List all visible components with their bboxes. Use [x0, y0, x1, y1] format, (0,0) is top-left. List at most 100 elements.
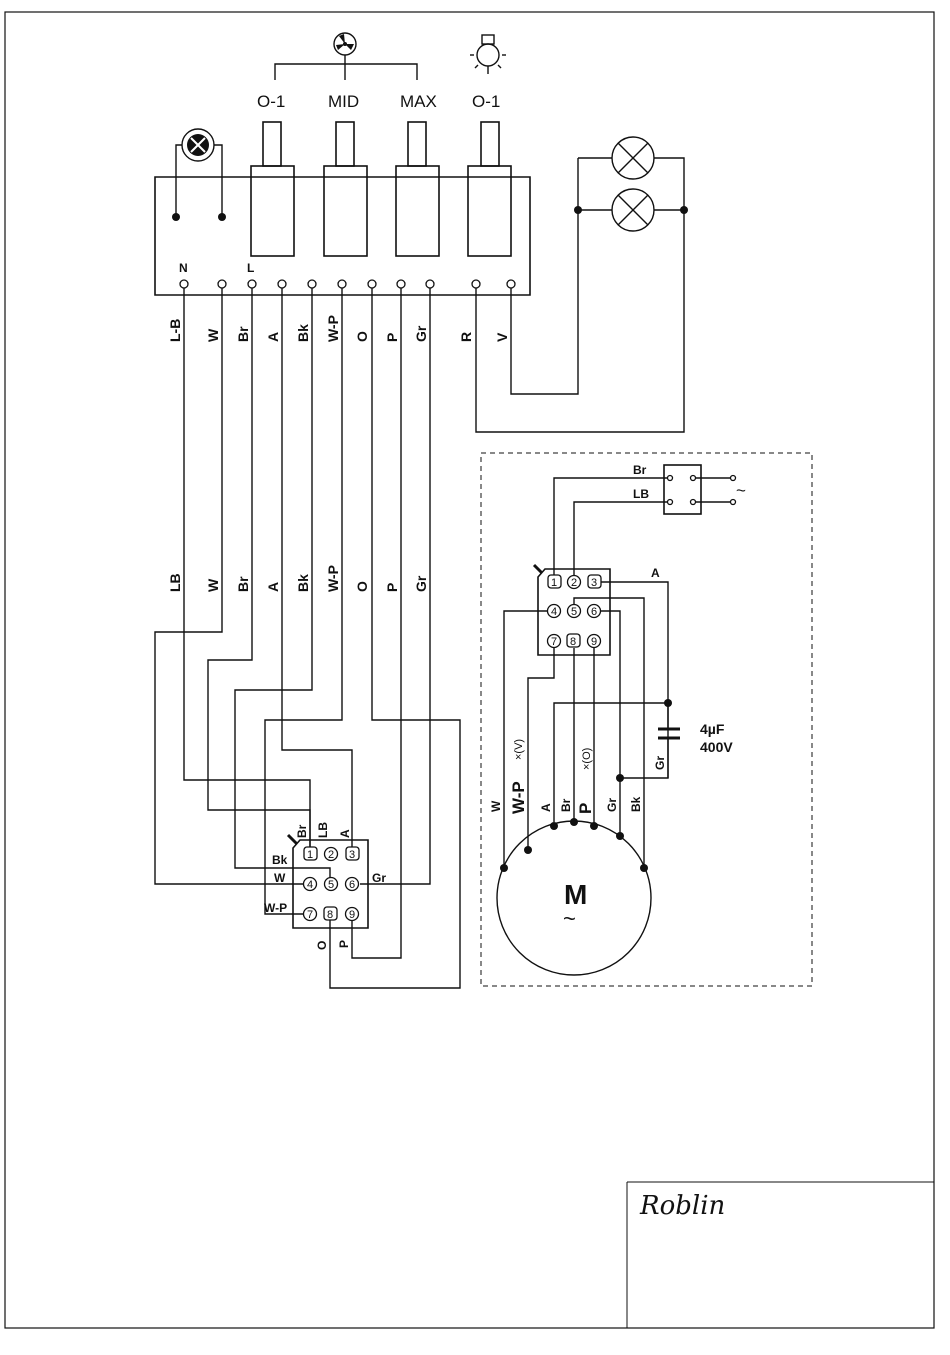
wire-label: W-P: [325, 315, 341, 342]
svg-text:4: 4: [307, 879, 313, 891]
switch-button-max[interactable]: [396, 122, 439, 256]
wire-label: W: [205, 578, 221, 592]
button-label-mid: MID: [328, 92, 359, 111]
wire-label: A: [265, 332, 281, 342]
motor-icon: M ~: [497, 818, 651, 975]
panel-terminals: [180, 280, 515, 288]
svg-text:5: 5: [571, 606, 577, 618]
motor-pin-2: 2: [568, 576, 581, 590]
svg-text:5: 5: [328, 879, 334, 891]
connector-pin-4: 4: [304, 878, 317, 892]
motor-pin-7: 7: [548, 635, 561, 649]
svg-text:7: 7: [307, 909, 313, 921]
connector-pin-8: 8: [324, 907, 337, 921]
capacitor-wire-label: Gr: [653, 756, 667, 770]
svg-text:4: 4: [551, 606, 557, 618]
motor-wire-label: P: [576, 803, 595, 814]
switch-panel: O-1 MID MAX O-1: [155, 33, 530, 295]
terminal-label-n: N: [179, 261, 188, 275]
conn-label-lb: LB: [316, 822, 330, 838]
wire-label: R: [458, 332, 474, 342]
wire-label: LB: [167, 573, 183, 592]
wire-label: Br: [235, 576, 251, 592]
light-bulb-icon: [470, 35, 506, 74]
button-label-off-light: O-1: [472, 92, 500, 111]
motor-pin-4: 4: [548, 605, 561, 619]
switch-button-off-light[interactable]: [468, 122, 511, 256]
button-label-off-fan: O-1: [257, 92, 285, 111]
lamp-icon: [612, 137, 654, 179]
wire-label: A: [265, 582, 281, 592]
fan-icon: [275, 33, 417, 80]
switch-button-off-fan[interactable]: [251, 122, 294, 256]
capacitor-voltage: 400V: [700, 739, 733, 755]
svg-text:2: 2: [571, 577, 577, 589]
svg-text:9: 9: [591, 636, 597, 648]
conn-label-bk: Bk: [272, 853, 288, 867]
wire-label: W: [205, 328, 221, 342]
wire-label: V: [494, 332, 510, 342]
motor-symbol: ~: [563, 906, 576, 931]
capacitor-value: 4µF: [700, 721, 725, 737]
connector-pin-5: 5: [325, 878, 338, 892]
motor-wire-label: Bk: [629, 796, 643, 812]
page-border: [5, 12, 934, 1328]
ac-symbol: ~: [736, 481, 746, 500]
motor-a-label: A: [651, 566, 660, 580]
wire-label: Bk: [295, 574, 311, 592]
motor-pin-5: 5: [568, 605, 581, 619]
wire-label: Bk: [295, 324, 311, 342]
button-label-max: MAX: [400, 92, 437, 111]
indicator-lamp-icon: [172, 129, 226, 221]
mid-wire-labels: LB W Br A Bk W-P O P Gr: [167, 565, 429, 592]
motor-wire-label: A: [539, 803, 553, 812]
svg-text:9: 9: [349, 909, 355, 921]
wire-label: L-B: [167, 319, 183, 342]
svg-text:6: 6: [349, 879, 355, 891]
conn-label-gr: Gr: [372, 871, 386, 885]
supply-terminal-block: [664, 465, 701, 514]
wire-label: O: [354, 331, 370, 342]
wire-label: Gr: [413, 325, 429, 342]
brand-logo: Roblin: [639, 1191, 725, 1221]
wire-label: P: [384, 583, 400, 592]
lamp-icon: [612, 189, 654, 231]
conn-label-p: P: [337, 940, 351, 948]
motor-pin-6: 6: [588, 605, 601, 619]
svg-text:7: 7: [551, 636, 557, 648]
motor-pin-8: 8: [567, 634, 580, 648]
connector-pin-3: 3: [346, 847, 359, 861]
motor-pin-1: 1: [548, 575, 561, 589]
conn-label-w: W: [274, 871, 286, 885]
svg-text:1: 1: [551, 577, 557, 589]
top-wire-labels: L-B W Br A Bk W-P O P Gr R V: [167, 315, 510, 342]
svg-text:8: 8: [570, 636, 576, 648]
motor-pin-3: 3: [588, 575, 601, 589]
wire-label: P: [384, 333, 400, 342]
svg-text:2: 2: [328, 849, 334, 861]
wire-label: Gr: [413, 575, 429, 592]
connector-pin-2: 2: [325, 848, 338, 862]
wire-label: Br: [235, 326, 251, 342]
switch-button-mid[interactable]: [324, 122, 367, 256]
conn-label-wp: W-P: [264, 901, 287, 915]
svg-text:3: 3: [591, 577, 597, 589]
motor-pin-9: 9: [588, 635, 601, 649]
connector-pin-1: 1: [304, 847, 317, 861]
motor-wire-label: W-P: [509, 781, 528, 814]
conn-label-br: Br: [295, 824, 309, 838]
svg-text:6: 6: [591, 606, 597, 618]
connector-pin-9: 9: [346, 908, 359, 922]
motor-unit: ~ Br LB 1 2 3 4 5 6 7 8 9 A: [481, 453, 812, 986]
left-connector: 1 2 3 4 5 6 7 8 9 Br LB A Bk W Gr W-P O …: [264, 822, 386, 950]
wire-label: W-P: [325, 565, 341, 592]
conn-label-a: A: [338, 829, 352, 838]
terminal-label-l: L: [247, 261, 254, 275]
title-block: Roblin: [627, 1182, 934, 1328]
capacitor-icon: [620, 703, 680, 778]
svg-text:8: 8: [327, 909, 333, 921]
supply-label-br: Br: [633, 463, 647, 477]
alt-label-v: ×(V): [513, 739, 525, 760]
motor-wire-label: Br: [559, 798, 573, 812]
